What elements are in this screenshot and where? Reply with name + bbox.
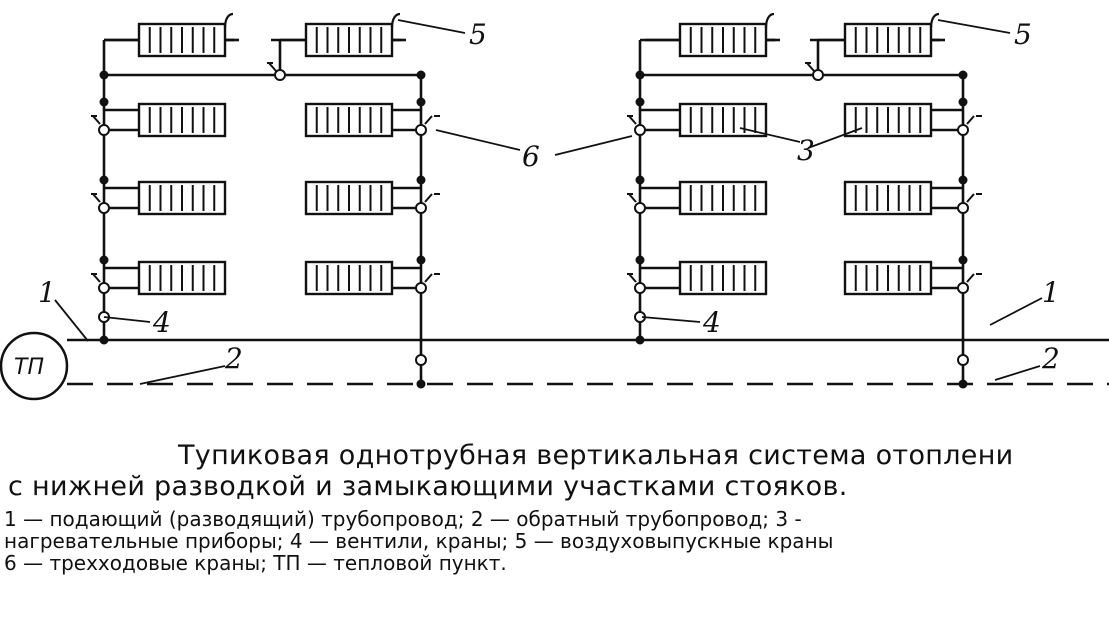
pipe-joint [99, 97, 109, 107]
valve-handle [627, 273, 637, 283]
pipe-joint [635, 70, 645, 80]
radiator [137, 260, 227, 296]
three-way-valve [415, 124, 427, 136]
pipe-joint [416, 175, 426, 185]
pipe-joint [635, 97, 645, 107]
figure-caption: Тупиковая однотрубная вертикальная систе… [0, 440, 1109, 625]
radiator [678, 102, 768, 138]
radiator [678, 180, 768, 216]
three-way-valve [415, 282, 427, 294]
radiator [304, 102, 394, 138]
valve-handle [424, 273, 440, 283]
three-way-valve [634, 282, 646, 294]
radiator [137, 180, 227, 216]
radiator [304, 260, 394, 296]
three-way-valve [98, 124, 110, 136]
three-way-valve [415, 202, 427, 214]
valve-handle [805, 62, 815, 72]
radiator-top-floor [843, 22, 933, 58]
radiator [843, 260, 933, 296]
pipe-joint [958, 379, 968, 389]
pipe-joint [635, 335, 645, 345]
label-return-left: 2 [224, 342, 243, 375]
valve-handle [424, 115, 440, 125]
radiator [678, 260, 768, 296]
heat-point-label: ТП [14, 355, 44, 380]
label-air-vent-left: 5 [469, 18, 487, 51]
radiator [137, 102, 227, 138]
three-way-valve [98, 282, 110, 294]
valve [274, 69, 286, 81]
caption-title-line1: Тупиковая однотрубная вертикальная систе… [178, 440, 1014, 471]
pipes [67, 38, 1109, 386]
valve-handle [966, 193, 982, 203]
valve-handle [91, 193, 101, 203]
three-way-valve [634, 124, 646, 136]
radiator [843, 180, 933, 216]
legend-line1: 1 — подающий (разводящий) трубопровод; 2… [4, 507, 802, 531]
three-way-valve [957, 282, 969, 294]
label-valves-left: 4 [152, 306, 171, 339]
valve-handle [424, 193, 440, 203]
valve [415, 354, 427, 366]
valve-handle [267, 62, 277, 72]
label-air-vent-right: 5 [1014, 18, 1032, 51]
label-heaters: 3 [797, 134, 815, 167]
radiator [304, 180, 394, 216]
label-valves-right: 4 [702, 306, 721, 339]
legend-line2: нагревательные приборы; 4 — вентили, кра… [4, 529, 834, 553]
air-vent [764, 12, 775, 29]
label-supply-right: 1 [1042, 276, 1060, 309]
pipe-joint [635, 175, 645, 185]
pipe-joint [99, 70, 109, 80]
valve-handle [627, 115, 637, 125]
valve-handle [966, 115, 982, 125]
air-vent [223, 12, 234, 29]
label-return-right: 2 [1041, 342, 1060, 375]
valve [812, 69, 824, 81]
radiators [137, 22, 933, 296]
three-way-valve [957, 202, 969, 214]
pipe-joint [958, 97, 968, 107]
leader-lines [54, 19, 1043, 385]
heating-system-diagram: ТП 1 1 2 2 4 4 6 3 5 5 [0, 12, 1109, 401]
label-three-way: 6 [522, 140, 540, 173]
three-way-valve [98, 202, 110, 214]
valve-handle [91, 115, 101, 125]
air-vent [929, 12, 940, 29]
pipe-joint [416, 379, 426, 389]
label-supply-left: 1 [38, 276, 56, 309]
radiator-top-floor [304, 22, 394, 58]
pipe-joint [99, 335, 109, 345]
three-way-valve [957, 124, 969, 136]
valve-handle [966, 273, 982, 283]
air-vent [390, 12, 401, 29]
pipe-joint [99, 255, 109, 265]
valve [957, 354, 969, 366]
legend-line3: 6 — трехходовые краны; ТП — тепловой пун… [4, 551, 507, 575]
pipe-joint [416, 70, 426, 80]
pipe-joint [416, 97, 426, 107]
three-way-valve [634, 202, 646, 214]
pipe-joint [416, 255, 426, 265]
pipe-joint [958, 70, 968, 80]
radiator [843, 102, 933, 138]
pipe-joint [958, 175, 968, 185]
valve-handle [627, 193, 637, 203]
caption-legend: 1 — подающий (разводящий) трубопровод; 2… [0, 508, 1109, 574]
caption-title-line2: с нижней разводкой и замыкающими участка… [8, 471, 848, 502]
radiator-top-floor [678, 22, 768, 58]
radiator-top-floor [137, 22, 227, 58]
fittings [91, 12, 982, 389]
pipe-joint [635, 255, 645, 265]
pipe-joint [99, 175, 109, 185]
pipe-joint [958, 255, 968, 265]
heat-point-circle [0, 331, 69, 401]
valve-handle [91, 273, 101, 283]
